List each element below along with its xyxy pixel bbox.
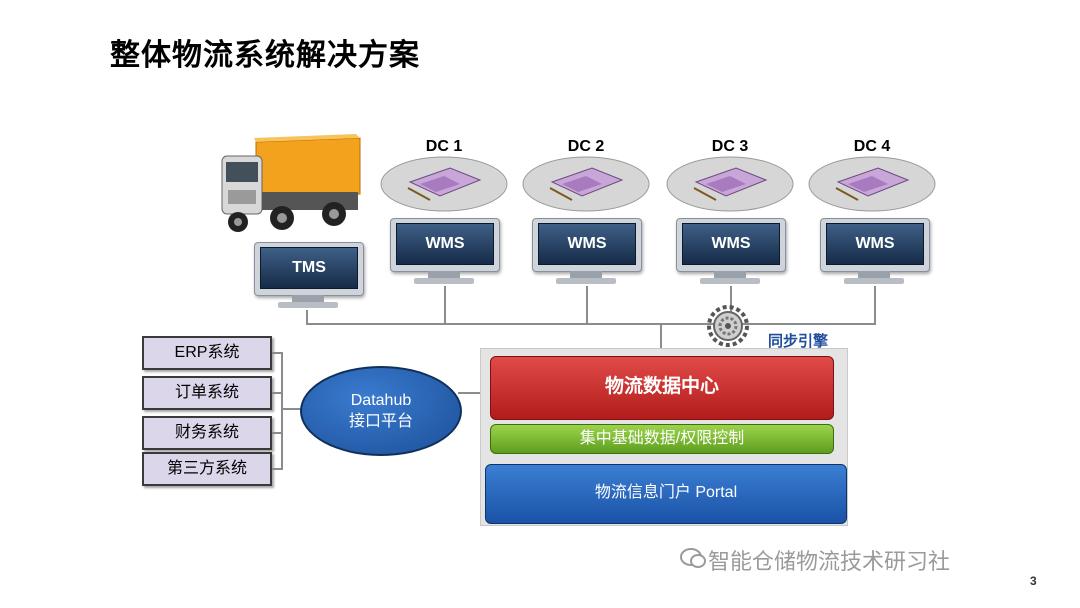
tms-connector bbox=[306, 310, 308, 324]
watermark-text: 智能仓储物流技术研习社 bbox=[708, 549, 951, 574]
system-box-finance: 财务系统 bbox=[142, 416, 272, 450]
wms-label-3: WMS bbox=[711, 235, 751, 252]
portal-bar: 物流信息门户 Portal bbox=[485, 464, 847, 524]
bracket-tick-4 bbox=[272, 468, 282, 470]
wms1-connector bbox=[444, 286, 446, 324]
wechat-icon bbox=[680, 548, 706, 568]
tms-label: TMS bbox=[292, 259, 326, 276]
warehouse-icon-2 bbox=[522, 156, 650, 212]
wms-label-2: WMS bbox=[567, 235, 607, 252]
tms-monitor: TMS bbox=[254, 242, 364, 312]
system-box-erp: ERP系统 bbox=[142, 336, 272, 370]
warehouse-icon-4 bbox=[808, 156, 936, 212]
data-center-bar: 物流数据中心 bbox=[490, 356, 834, 420]
gear-icon bbox=[707, 305, 749, 347]
bracket-tick-1 bbox=[272, 352, 282, 354]
wms-monitor-1: WMS bbox=[390, 218, 500, 288]
bracket-to-datahub bbox=[282, 408, 302, 410]
wms3-connector bbox=[730, 286, 732, 324]
top-bus-line bbox=[306, 323, 876, 325]
dc-label-1: DC 1 bbox=[425, 138, 463, 155]
page-title: 整体物流系统解决方案 bbox=[110, 39, 420, 72]
wms4-connector bbox=[874, 286, 876, 324]
bracket-tick-2 bbox=[272, 392, 282, 394]
warehouse-icon-1 bbox=[380, 156, 508, 212]
wms-monitor-2: WMS bbox=[532, 218, 642, 288]
datahub-to-center bbox=[458, 392, 482, 394]
base-data-bar: 集中基础数据/权限控制 bbox=[490, 424, 834, 454]
datahub-line2: 接口平台 bbox=[348, 413, 413, 430]
bracket-tick-3 bbox=[272, 432, 282, 434]
wms-monitor-4: WMS bbox=[820, 218, 930, 288]
dc-label-2: DC 2 bbox=[567, 138, 605, 155]
system-box-third-party: 第三方系统 bbox=[142, 452, 272, 486]
bracket-spine bbox=[281, 352, 283, 470]
dc-label-4: DC 4 bbox=[853, 138, 891, 155]
wms-monitor-3: WMS bbox=[676, 218, 786, 288]
truck-icon bbox=[221, 134, 361, 232]
warehouse-icons bbox=[380, 156, 936, 212]
sync-engine-label: 同步引擎 bbox=[768, 333, 829, 350]
wms2-connector bbox=[586, 286, 588, 324]
system-box-order: 订单系统 bbox=[142, 376, 272, 410]
wms-label-1: WMS bbox=[425, 235, 465, 252]
center-connector bbox=[660, 323, 662, 357]
page-number: 3 bbox=[1030, 574, 1037, 588]
datahub-line1: Datahub bbox=[350, 392, 412, 409]
wms-label-4: WMS bbox=[855, 235, 895, 252]
dc-label-3: DC 3 bbox=[711, 138, 749, 155]
datahub-ellipse: Datahub 接口平台 bbox=[300, 366, 462, 456]
warehouse-icon-3 bbox=[666, 156, 794, 212]
